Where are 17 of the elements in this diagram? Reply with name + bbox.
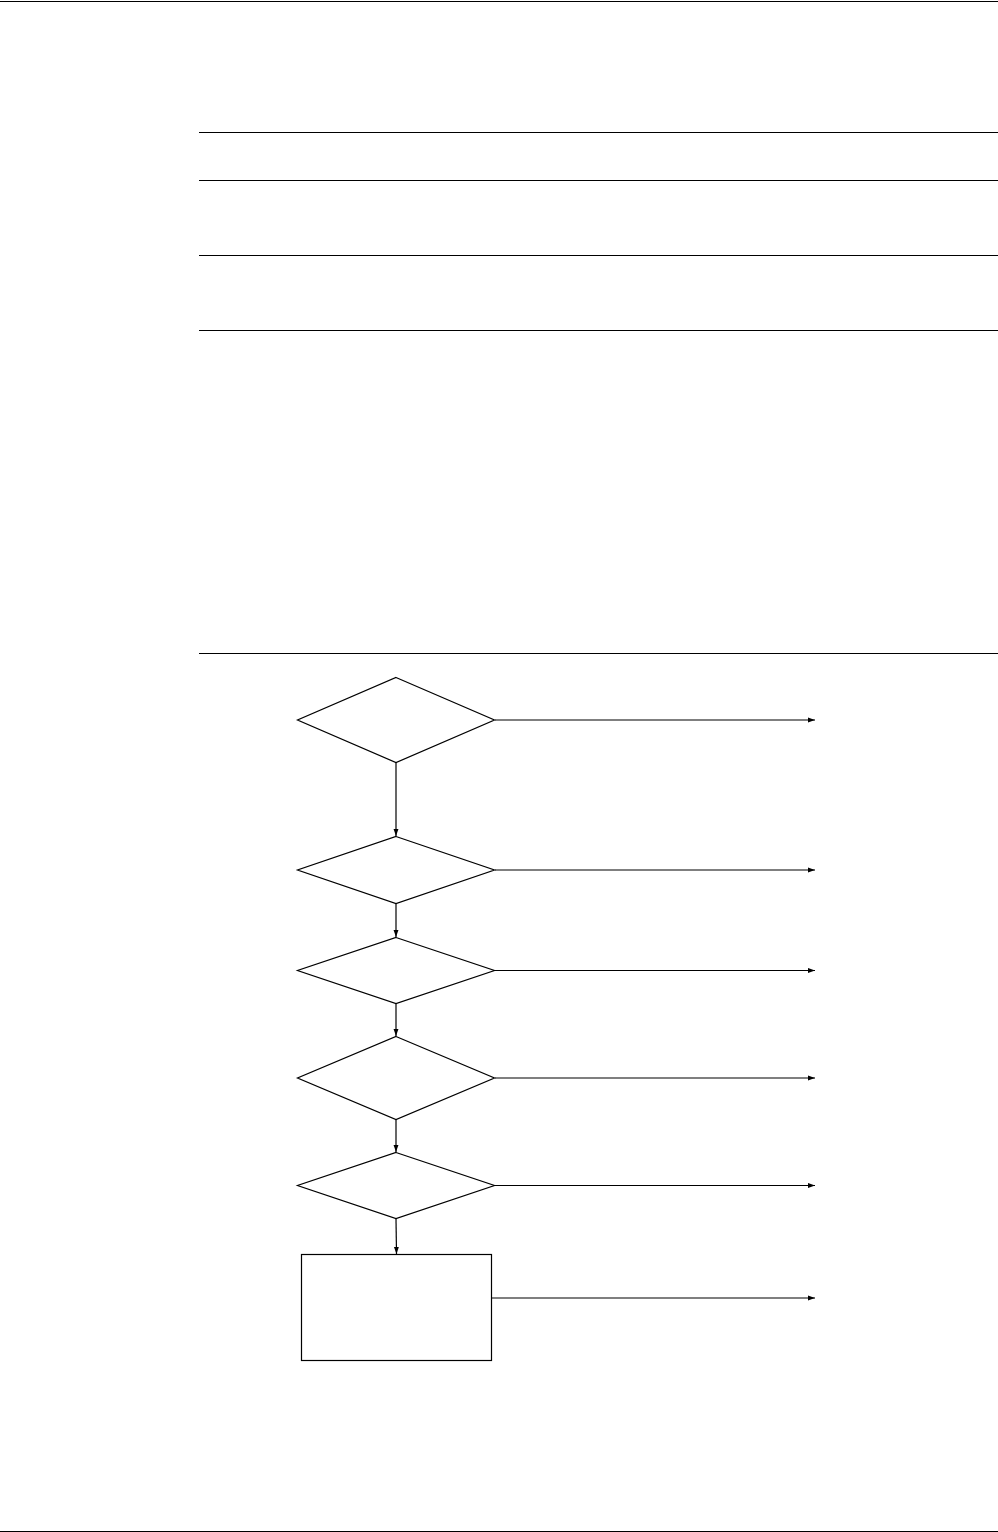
arrow	[491, 1295, 816, 1301]
arrow	[393, 1218, 399, 1255]
arrow	[393, 1003, 399, 1037]
process-box	[301, 1254, 492, 1361]
decision-diamond	[297, 937, 495, 1004]
arrow	[494, 1075, 816, 1081]
arrow	[494, 867, 816, 873]
arrow	[494, 1183, 816, 1188]
arrow	[494, 717, 816, 723]
arrow	[393, 1119, 399, 1153]
arrow	[393, 903, 399, 938]
decision-diamond	[297, 677, 495, 763]
decision-diamond	[297, 1152, 495, 1219]
arrow	[494, 968, 816, 973]
decision-diamond	[297, 836, 495, 904]
arrow	[393, 762, 399, 837]
decision-diamond	[297, 1036, 495, 1120]
